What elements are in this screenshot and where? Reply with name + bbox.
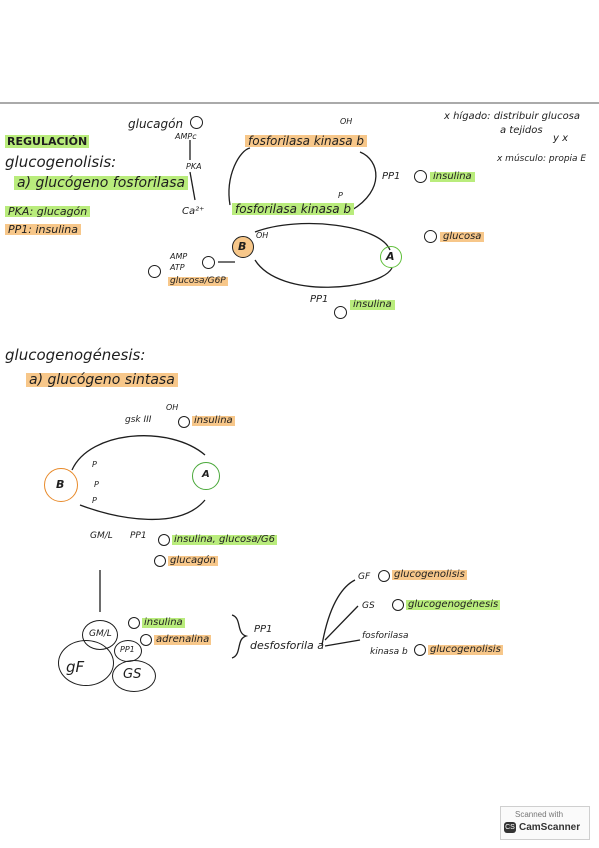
inhibitor-circle-2 xyxy=(424,230,437,243)
oh-b-label: OH xyxy=(256,231,269,240)
glycogen-synthase: a) glucógeno sintasa xyxy=(26,373,178,387)
glucagon-synth-label: glucagón xyxy=(168,555,218,566)
fk-out-label: fosforilasa xyxy=(362,631,409,641)
a-label: A xyxy=(386,250,395,263)
oh-synth-label: OH xyxy=(166,403,179,412)
glucose-label: glucosa xyxy=(440,232,485,242)
glucogenogenesis-title: glucogenogénesis: xyxy=(5,346,146,364)
insulin-bottom-label: insulina xyxy=(350,300,395,310)
gm-label: GM/L xyxy=(89,629,112,639)
p3-label: P xyxy=(92,496,97,505)
pp1-insulin: PP1: insulina xyxy=(5,224,82,235)
activator-circle-5 xyxy=(128,617,140,629)
gs-label: GS xyxy=(123,667,142,682)
gf-effect-label: glucogenolisis xyxy=(392,569,467,580)
note-tissues: a tejidos xyxy=(500,125,543,136)
gs-effect-label: glucogenogénesis xyxy=(406,599,501,610)
activator-circle xyxy=(190,116,203,129)
inhibitor-circle-6 xyxy=(140,634,152,646)
fk-effect-label: glucogenolisis xyxy=(428,644,503,655)
pp1-complex-label: PP1 xyxy=(120,645,135,654)
ampc-label: AMPc xyxy=(175,132,197,141)
insulin-glucose-label: insulina, glucosa/G6 xyxy=(172,534,277,545)
calcium-label: Ca²⁺ xyxy=(182,206,205,217)
glycogen-phosphorylase: a) glucógeno fosforilasa xyxy=(14,176,189,190)
inhibitor-circle-7 xyxy=(378,570,390,582)
inhibitor-circle xyxy=(414,170,427,183)
regulation-title: REGULACIÓN xyxy=(5,135,90,148)
pp1-right-label: PP1 xyxy=(382,171,401,182)
note-muscle: x músculo: propia E xyxy=(497,154,587,164)
p2-label: P xyxy=(94,480,99,489)
note-and: y x xyxy=(553,133,569,144)
inhibitor-circle-4 xyxy=(178,416,190,428)
kinase-b-label: fosforilasa kinasa b xyxy=(245,135,368,147)
camscanner-brand: CamScanner xyxy=(519,822,581,833)
glucose-g6p-label: glucosa/G6P xyxy=(168,276,228,286)
oh-label: OH xyxy=(340,117,353,126)
gs-circle xyxy=(112,660,156,692)
pka-glucagon: PKA: glucagón xyxy=(5,206,91,217)
insulin-complex-label: insulina xyxy=(142,617,185,628)
activator-circle-3 xyxy=(334,306,347,319)
inhibitor-circle-8 xyxy=(414,644,426,656)
gm-pp1-label: GM/L xyxy=(90,531,113,541)
pp1-synth-label: PP1 xyxy=(130,531,147,541)
amp-label: AMP xyxy=(170,252,188,261)
pp1-bottom-label: PP1 xyxy=(310,294,329,305)
fk-out-label-2: kinasa b xyxy=(370,647,408,657)
kinase-b-p-label: fosforilasa kinasa b xyxy=(232,203,355,215)
inhibitor-circle-3 xyxy=(148,265,161,278)
b-label: B xyxy=(238,240,247,253)
insulin-right-label: insulina xyxy=(430,172,475,182)
b-synth-circle xyxy=(44,468,78,502)
pka-label: PKA xyxy=(186,162,202,171)
a-synth-circle xyxy=(192,462,220,490)
camscanner-badge: Scanned with CS CamScanner xyxy=(500,806,590,840)
b-synth-label: B xyxy=(56,478,65,491)
a-synth-label: A xyxy=(202,469,210,480)
atp-label: ATP xyxy=(170,263,185,272)
p-label: P xyxy=(338,191,343,200)
gm-circle xyxy=(82,620,118,650)
activator-circle-4 xyxy=(158,534,170,546)
b-circle xyxy=(232,236,254,258)
adrenaline-label: adrenalina xyxy=(154,634,212,645)
gs-out-label: GS xyxy=(362,601,375,611)
gsk-label: gsk III xyxy=(125,415,152,425)
a-circle xyxy=(380,246,402,268)
glucagon-label: glucagón xyxy=(128,117,184,131)
inhibitor-circle-5 xyxy=(154,555,166,567)
p1-label: P xyxy=(92,460,97,469)
pp1-desf-label: PP1 xyxy=(254,624,273,635)
activator-circle-2 xyxy=(202,256,215,269)
note-liver: x hígado: distribuir glucosa xyxy=(444,111,581,122)
scanned-with-label: Scanned with xyxy=(515,810,564,819)
gf-out-label: GF xyxy=(358,572,371,582)
glucogenolysis-title: glucogenolisis: xyxy=(5,153,117,171)
gf-label: gF xyxy=(66,658,85,676)
dephosphorylates-label: desfosforila a xyxy=(250,639,325,652)
activator-circle-6 xyxy=(392,599,404,611)
camscanner-logo-icon: CS xyxy=(504,822,516,833)
insulin-synth-label: insulina xyxy=(192,415,235,426)
